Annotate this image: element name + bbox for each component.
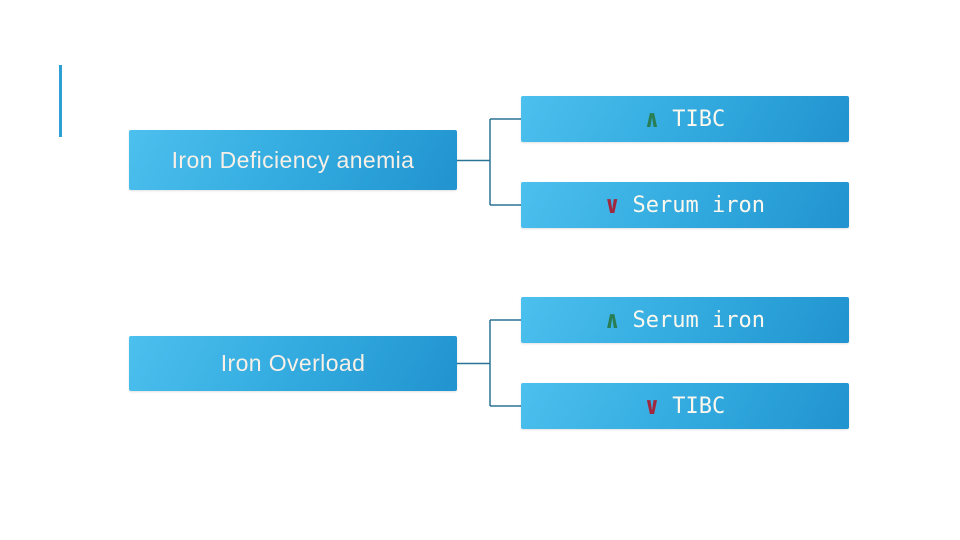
down-arrow-icon: ∨ [605, 191, 620, 219]
node-tibc-up[interactable]: ∧ TIBC [521, 96, 849, 142]
node-label: Iron Deficiency anemia [171, 146, 415, 173]
node-label: TIBC [672, 106, 726, 132]
node-serum-iron-down[interactable]: ∨ Serum iron [521, 182, 849, 228]
node-label: Iron Overload [220, 350, 366, 376]
up-arrow-icon: ∧ [644, 105, 660, 133]
down-arrow-icon: ∨ [644, 392, 660, 420]
node-label: Serum iron [632, 192, 765, 218]
node-serum-iron-up[interactable]: ∧ Serum iron [521, 297, 849, 343]
node-label: Serum iron [632, 307, 765, 333]
node-tibc-down[interactable]: ∨ TIBC [521, 383, 849, 429]
node-iron-deficiency-anemia[interactable]: Iron Deficiency anemia [129, 130, 457, 190]
accent-bar [59, 65, 62, 137]
node-label: TIBC [672, 393, 726, 419]
up-arrow-icon: ∧ [605, 306, 620, 334]
node-iron-overload[interactable]: Iron Overload [129, 336, 457, 391]
